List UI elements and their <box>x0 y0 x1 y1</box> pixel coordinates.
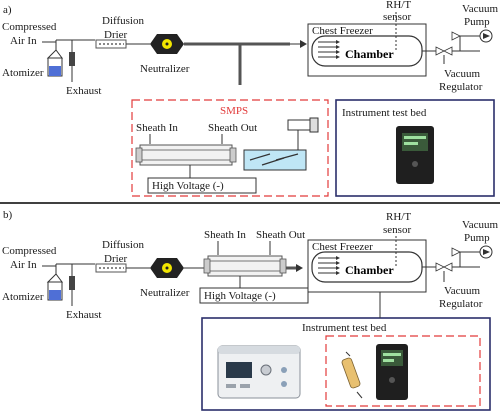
diffusion-label: Diffusion <box>102 239 144 251</box>
vacuum-regulator-label-1: Vacuum <box>444 68 480 80</box>
reference-instrument-icon <box>217 345 301 399</box>
sensor-test-box <box>325 335 481 407</box>
panel-a: a) Compressed Air In Atomizer Exhaust Di… <box>2 0 498 197</box>
air-in-label: Air In <box>10 259 37 271</box>
atomizer-label: Atomizer <box>2 67 44 79</box>
high-voltage-label: High Voltage (-) <box>204 290 276 302</box>
dma-column-icon <box>135 144 237 166</box>
regulator-valve-left <box>435 46 445 56</box>
regulator-valve-right <box>443 262 453 272</box>
instrument-test-bed-label: Instrument test bed <box>302 322 387 334</box>
flow-arrow-icon <box>300 40 307 48</box>
rht-label: RH/T <box>386 211 411 223</box>
flow-arrow-icon <box>296 264 303 272</box>
chest-freezer-label: Chest Freezer <box>312 241 373 253</box>
exhaust-filter-icon <box>69 276 75 290</box>
vacuum-pump-label-2: Pump <box>464 16 490 28</box>
inlet-arrows-icon <box>318 40 340 59</box>
neutralizer-icon <box>150 258 184 278</box>
compressed-air-label: Compressed <box>2 21 57 33</box>
vacuum-pump-label-1: Vacuum <box>462 3 498 15</box>
diffusion-label: Diffusion <box>102 15 144 27</box>
panel-a-label: a) <box>3 4 12 16</box>
panel-b-label: b) <box>3 209 13 221</box>
smps-box <box>131 99 329 197</box>
exhaust-label: Exhaust <box>66 309 101 321</box>
sheath-in-label: Sheath In <box>136 122 178 134</box>
sensor-instrument-icon <box>396 126 434 184</box>
inlet-arrows-icon <box>318 256 340 275</box>
vacuum-regulator-label-2: Regulator <box>439 81 483 93</box>
regulator-valve-left <box>435 262 445 272</box>
sheath-out-label: Sheath Out <box>208 122 257 134</box>
neutralizer-label: Neutralizer <box>140 63 190 75</box>
sensor-label: sensor <box>383 224 411 236</box>
high-voltage-box <box>199 287 309 304</box>
atomizer-label: Atomizer <box>2 291 44 303</box>
filter-cassette-icon <box>341 351 363 399</box>
neutralizer-icon <box>150 34 184 54</box>
rht-label: RH/T <box>386 0 411 11</box>
dma-column-icon <box>203 255 287 277</box>
sheath-in-label: Sheath In <box>204 229 246 241</box>
smps-label: SMPS <box>220 105 248 117</box>
vacuum-pump-label-1: Vacuum <box>462 219 498 231</box>
high-voltage-box <box>147 177 257 194</box>
exhaust-filter-icon <box>69 52 75 66</box>
vacuum-pump-arrow <box>483 249 490 255</box>
neutralizer-label: Neutralizer <box>140 287 190 299</box>
atomizer-icon <box>46 273 63 301</box>
pump-valve-icon <box>451 31 461 41</box>
atomizer-icon <box>46 49 63 77</box>
chest-freezer-box <box>307 23 427 77</box>
chest-freezer-box <box>307 239 427 293</box>
regulator-valve-right <box>443 46 453 56</box>
exhaust-label: Exhaust <box>66 85 101 97</box>
sensor-label: sensor <box>383 11 411 23</box>
chamber-label: Chamber <box>345 47 394 61</box>
drier-label: Drier <box>104 29 128 41</box>
vacuum-regulator-label-1: Vacuum <box>444 285 480 297</box>
panel-b: b) Compressed Air In Atomizer Exhaust Di… <box>2 209 498 411</box>
high-voltage-label: High Voltage (-) <box>152 180 224 192</box>
vacuum-pump-arrow <box>483 33 490 39</box>
cpc-icon <box>243 117 319 171</box>
chamber-label: Chamber <box>345 263 394 277</box>
sheath-out-label: Sheath Out <box>256 229 305 241</box>
drier-label: Drier <box>104 253 128 265</box>
pump-valve-icon <box>451 247 461 257</box>
vacuum-pump-label-2: Pump <box>464 232 490 244</box>
chest-freezer-label: Chest Freezer <box>312 25 373 37</box>
sensor-instrument-icon <box>376 344 408 400</box>
compressed-air-label: Compressed <box>2 245 57 257</box>
air-in-label: Air In <box>10 35 37 47</box>
vacuum-regulator-label-2: Regulator <box>439 298 483 310</box>
instrument-test-bed-label: Instrument test bed <box>342 107 427 119</box>
